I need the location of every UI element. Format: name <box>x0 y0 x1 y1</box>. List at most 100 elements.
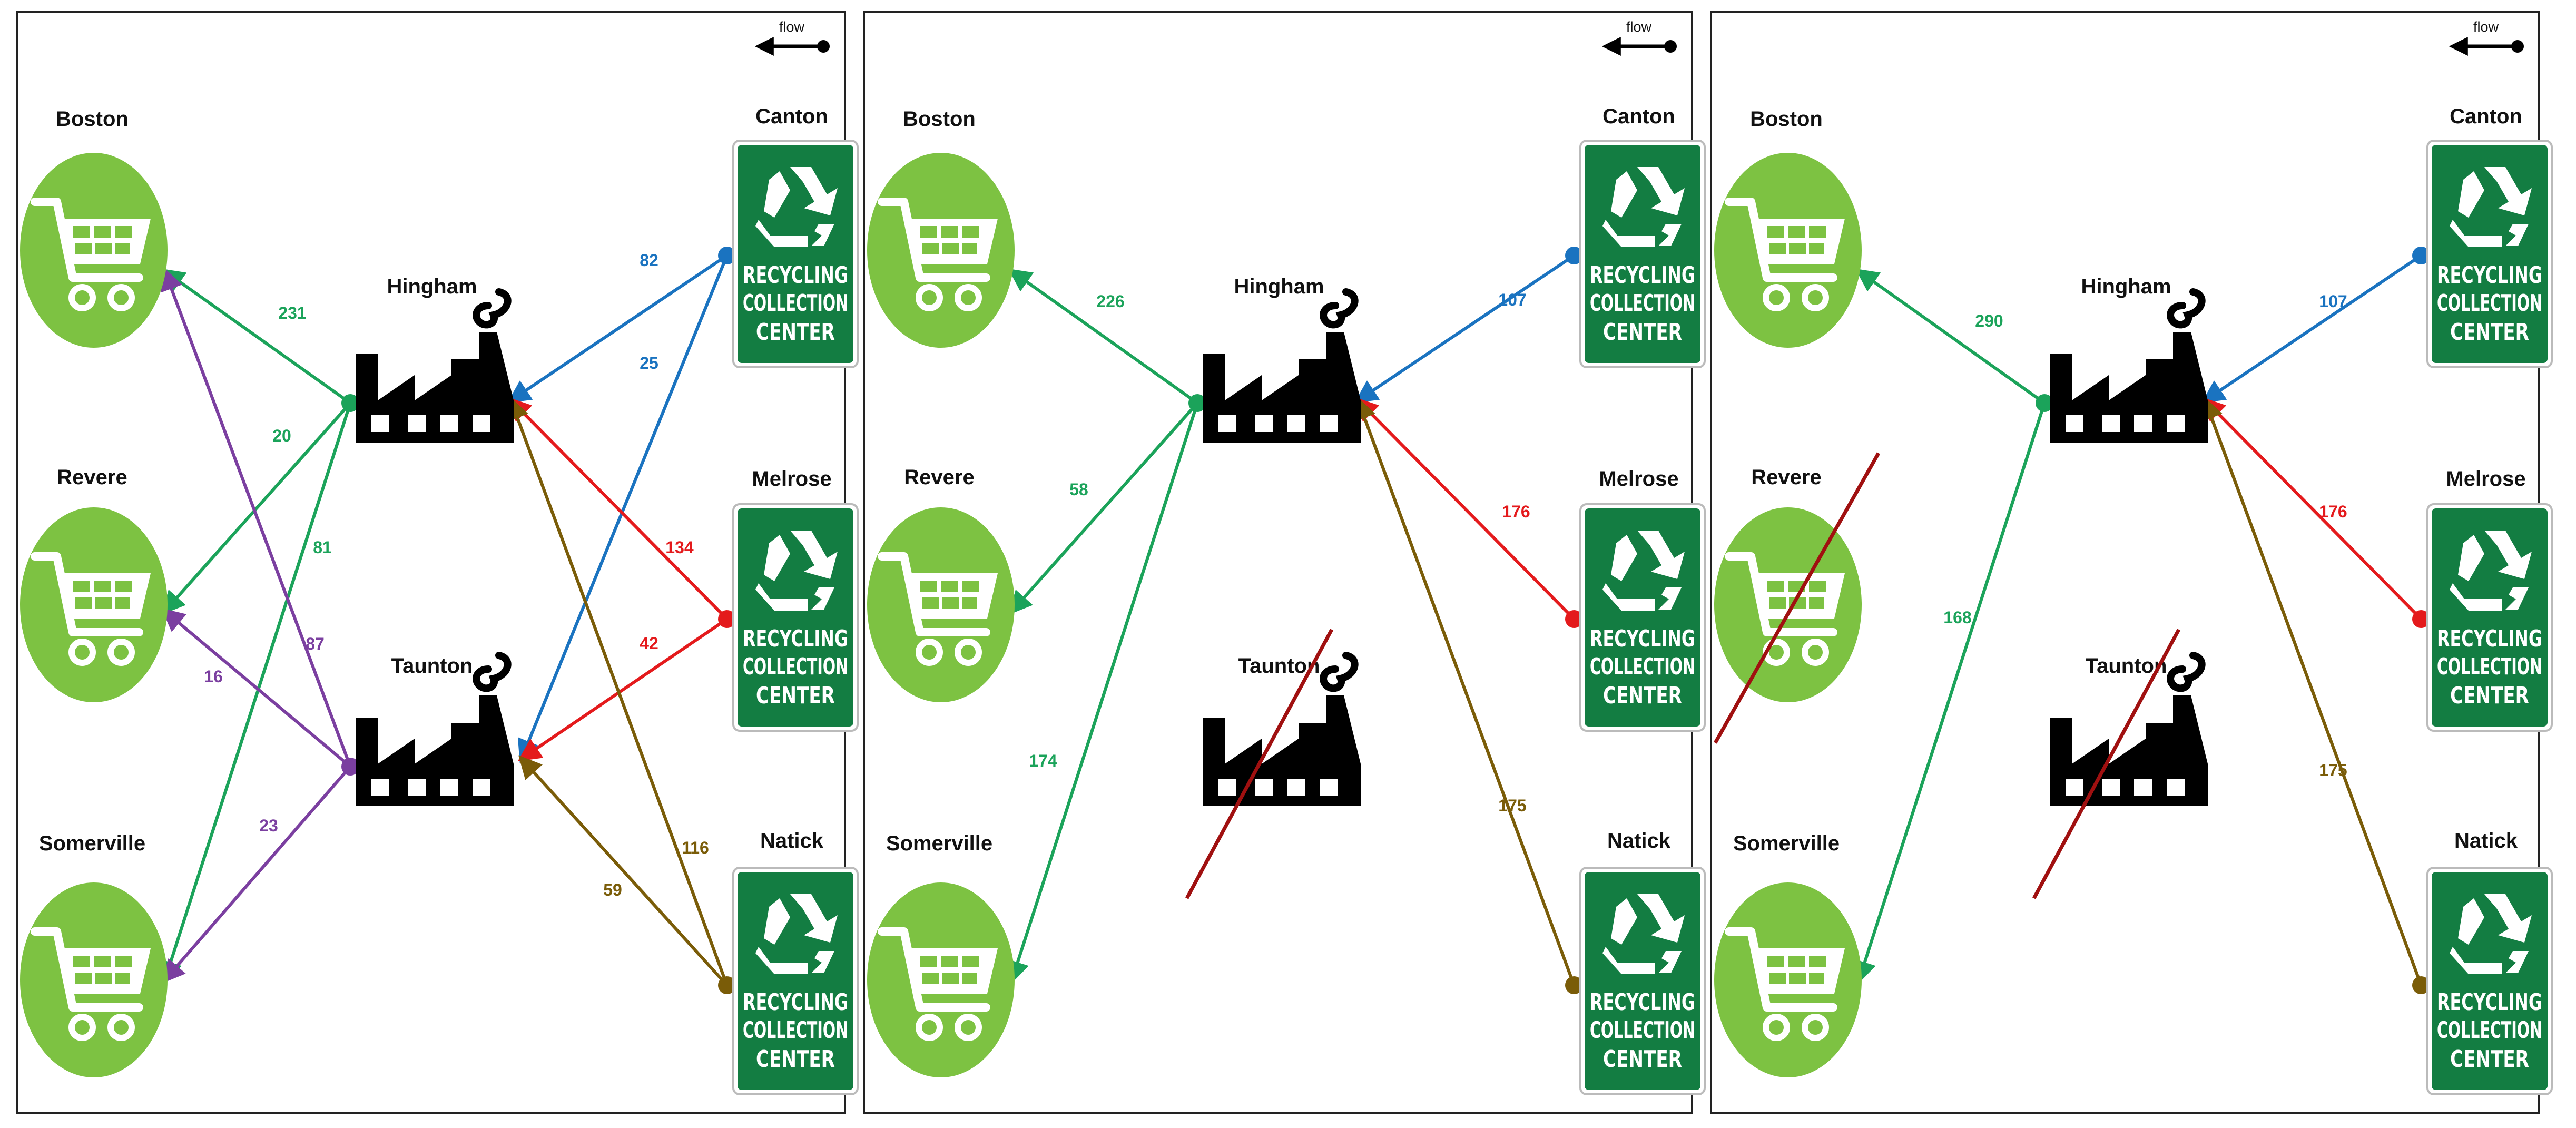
flow-edge-hingham-boston <box>1855 268 2046 405</box>
flow-edge-hingham-somerville <box>1006 403 1199 985</box>
flow-value-taunton-somerville: 23 <box>259 816 278 835</box>
flow-value-melrose-taunton: 42 <box>640 634 658 653</box>
flow-edge-canton-hingham <box>507 254 728 403</box>
node-label-boston: Boston <box>56 107 129 131</box>
closed-strike-taunton <box>1185 629 1334 899</box>
factory-icon <box>356 292 514 443</box>
flow-edge-natick-taunton <box>518 755 729 987</box>
panel-2: flow10717617522658174BostonRevereSomervi… <box>863 11 1706 1114</box>
flow-edge-melrose-hingham <box>507 397 729 621</box>
node-label-revere: Revere <box>1751 466 1821 489</box>
flow-value-taunton-revere: 16 <box>204 667 223 686</box>
node-label-melrose: Melrose <box>752 467 831 491</box>
node-label-somerville: Somerville <box>1733 832 1840 855</box>
center-sign-line1: RECYCLING <box>1590 989 1695 1016</box>
flow-origin-dot-hingham <box>2036 394 2053 412</box>
flow-value-hingham-boston: 226 <box>1096 292 1124 311</box>
flow-origin-dot-canton <box>2412 247 2430 264</box>
center-sign-line2: COLLECTION <box>1590 1017 1695 1044</box>
node-label-natick: Natick <box>760 829 824 852</box>
flow-value-melrose-hingham: 134 <box>665 538 694 557</box>
center-sign-line3: CENTER <box>2450 319 2529 346</box>
store-node-somerville: Somerville <box>1714 832 1862 1077</box>
flow-value-hingham-boston: 290 <box>1975 311 2003 330</box>
flow-origin-dot-melrose <box>718 610 736 628</box>
flow-edge-melrose-taunton <box>517 617 728 761</box>
flow-value-hingham-somerville: 174 <box>1029 751 1057 770</box>
flow-value-natick-taunton: 59 <box>603 880 622 899</box>
flow-edge-natick-hingham <box>2200 396 2423 986</box>
center-sign-line3: CENTER <box>756 1046 835 1073</box>
store-node-revere: Revere <box>867 466 1015 702</box>
center-sign-line1: RECYCLING <box>1590 262 1695 289</box>
center-sign-line2: COLLECTION <box>2437 290 2542 317</box>
node-label-hingham: Hingham <box>2081 275 2171 298</box>
flow-edge-melrose-hingham <box>2201 397 2423 621</box>
store-node-somerville: Somerville <box>20 832 168 1077</box>
panel-3: flow107176175290168BostonRevereSomervill… <box>1710 11 2553 1114</box>
flow-origin-dot-canton <box>1565 247 1583 264</box>
center-sign-line3: CENTER <box>756 319 835 346</box>
flow-legend: flow <box>754 19 830 56</box>
factory-icon <box>1203 655 1361 806</box>
closed-strike-revere <box>1713 452 1881 744</box>
center-sign-line1: RECYCLING <box>743 989 848 1016</box>
center-sign-line3: CENTER <box>2450 1046 2529 1073</box>
legend-label: flow <box>779 19 805 35</box>
flow-edge-hingham-boston <box>161 268 351 405</box>
closed-strike-taunton <box>2032 629 2181 899</box>
node-label-canton: Canton <box>1602 105 1675 128</box>
flow-edge-hingham-somerville <box>159 403 352 985</box>
node-label-melrose: Melrose <box>1599 467 1678 491</box>
center-sign-line2: COLLECTION <box>743 653 848 680</box>
facility-node-taunton: Taunton <box>1185 629 1361 899</box>
legend-dot <box>817 40 830 53</box>
flow-origin-dot-melrose <box>1565 610 1583 628</box>
facility-node-hingham: Hingham <box>356 275 514 443</box>
panel-1: flow822513442116592312081871623BostonRev… <box>16 11 859 1114</box>
node-label-canton: Canton <box>755 105 828 128</box>
node-label-revere: Revere <box>57 466 127 489</box>
node-label-hingham: Hingham <box>387 275 477 298</box>
flow-value-melrose-hingham: 176 <box>2319 502 2347 521</box>
legend-dot <box>1664 40 1677 53</box>
factory-icon <box>2050 292 2208 443</box>
center-sign-line1: RECYCLING <box>743 262 848 289</box>
flow-edge-taunton-somerville <box>162 766 352 984</box>
flow-legend: flow <box>2449 19 2524 56</box>
store-node-somerville: Somerville <box>867 832 1015 1077</box>
store-node-boston: Boston <box>20 107 168 348</box>
flow-origin-dot-canton <box>718 247 736 264</box>
node-label-somerville: Somerville <box>886 832 992 855</box>
store-node-revere: Revere <box>20 466 168 702</box>
center-sign-line2: COLLECTION <box>1590 653 1695 680</box>
flow-value-hingham-somerville: 168 <box>1943 608 1971 627</box>
flow-edge-melrose-hingham <box>1354 397 1576 621</box>
flow-origin-dot-taunton <box>341 758 359 776</box>
legend-label: flow <box>1626 19 1652 35</box>
flow-value-taunton-boston: 87 <box>306 634 325 653</box>
center-sign-line2: COLLECTION <box>2437 1017 2542 1044</box>
store-node-revere: Revere <box>1713 452 1881 744</box>
node-label-somerville: Somerville <box>39 832 145 855</box>
center-sign-line3: CENTER <box>1603 682 1682 709</box>
legend-label: flow <box>2473 19 2499 35</box>
flow-edge-canton-taunton <box>517 254 729 763</box>
flow-origin-dot-hingham <box>341 394 359 412</box>
center-sign-line3: CENTER <box>1603 319 1682 346</box>
center-sign-line1: RECYCLING <box>743 625 848 652</box>
flow-value-melrose-hingham: 176 <box>1502 502 1530 521</box>
flow-value-canton-hingham: 107 <box>1498 290 1526 309</box>
node-label-melrose: Melrose <box>2446 467 2525 491</box>
